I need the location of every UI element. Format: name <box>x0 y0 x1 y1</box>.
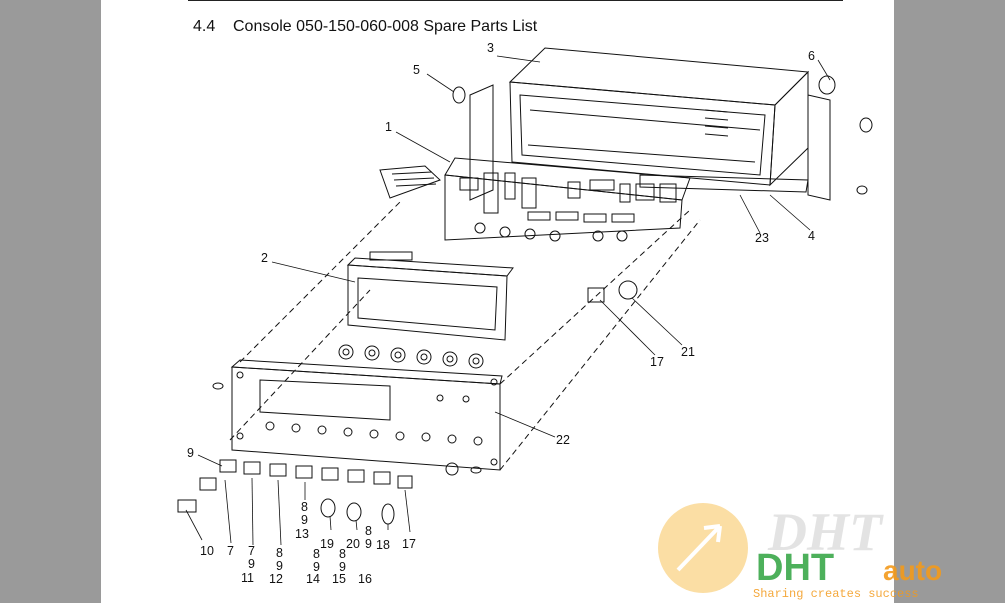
callout-9: 9 <box>187 446 194 460</box>
section-number: 4.4 <box>193 18 216 35</box>
stack-8-9-16-b: 9 <box>365 537 372 551</box>
stack-7-9-11-b: 9 <box>248 557 255 571</box>
dht-auto-watermark: DHT DHT auto Sharing creates success <box>658 502 942 601</box>
callout-19: 19 <box>320 537 334 551</box>
document-page: 4.4 Console 050-150-060-008 Spare Parts L… <box>101 0 894 603</box>
front-panel <box>230 359 503 471</box>
callout-20: 20 <box>346 537 360 551</box>
circuit-board <box>444 157 691 242</box>
callout-17-upper: 17 <box>650 355 664 369</box>
callout-18: 18 <box>376 538 390 552</box>
watermark-tagline: Sharing creates success <box>753 587 919 601</box>
section-heading: 4.4 Console 050-150-060-008 Spare Parts L… <box>193 18 537 36</box>
watermark-brand-left: DHT <box>756 547 834 589</box>
watermark-circle <box>658 503 748 593</box>
callout-labels: 3 6 5 1 2 4 23 22 17 21 9 10 7 7 9 11 8 … <box>187 41 815 586</box>
left-side-bracket <box>469 84 494 201</box>
stack-8-9-14-c: 14 <box>306 572 320 586</box>
watermark-brand-right: auto <box>883 555 942 586</box>
top-housing <box>508 47 810 187</box>
stack-8-9-12-c: 12 <box>269 572 283 586</box>
stack-8-9-15-a: 8 <box>339 547 346 561</box>
stack-8-9-13-a: 8 <box>301 500 308 514</box>
stack-8-9-12-a: 8 <box>276 546 283 560</box>
callout-17-lower: 17 <box>402 537 416 551</box>
callout-6: 6 <box>808 49 815 63</box>
fastener-6 <box>818 75 836 95</box>
ribbon-connector <box>379 165 441 199</box>
mounting-bar <box>639 174 809 193</box>
stack-8-9-13-b: 9 <box>301 513 308 527</box>
arrow-icon <box>676 524 722 572</box>
page-top-rule <box>188 0 843 1</box>
stack-7-9-11-a: 7 <box>248 544 255 558</box>
encoder-knob-part <box>618 280 638 300</box>
stack-8-9-14-a: 8 <box>313 547 320 561</box>
fastener-5 <box>452 86 466 104</box>
callout-10: 10 <box>200 544 214 558</box>
stack-7-9-11-c: 11 <box>241 571 254 585</box>
knob-row <box>338 344 484 369</box>
callout-23: 23 <box>755 231 769 245</box>
callout-7: 7 <box>227 544 234 558</box>
callout-4: 4 <box>808 229 815 243</box>
callout-3: 3 <box>487 41 494 55</box>
lcd-display <box>346 251 514 341</box>
stack-8-9-16-a: 8 <box>365 524 372 538</box>
callout-2: 2 <box>261 251 268 265</box>
callout-1: 1 <box>385 120 392 134</box>
stack-8-9-12-b: 9 <box>276 559 283 573</box>
leader-lines <box>185 55 831 546</box>
callout-21: 21 <box>681 345 695 359</box>
stack-8-9-15-b: 9 <box>339 560 346 574</box>
callout-22: 22 <box>556 433 570 447</box>
callout-5: 5 <box>413 63 420 77</box>
right-side-bracket <box>807 94 831 201</box>
section-title: Console 050-150-060-008 Spare Parts List <box>233 18 538 35</box>
stack-8-9-15-c: 15 <box>332 572 346 586</box>
button-caps <box>177 459 459 525</box>
stack-8-9-14-b: 9 <box>313 560 320 574</box>
watermark-brand-outline: DHT <box>767 502 884 562</box>
stack-8-9-16-c: 16 <box>358 572 372 586</box>
switch-part <box>587 287 605 303</box>
stack-8-9-13-c: 13 <box>295 527 309 541</box>
